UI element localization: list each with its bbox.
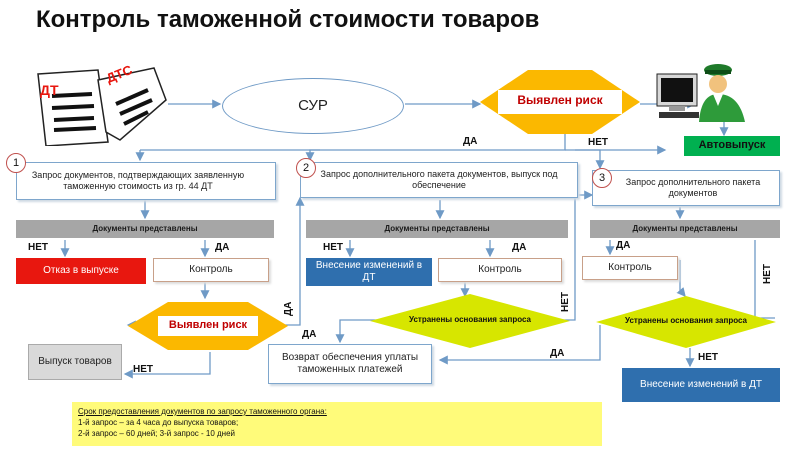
- page-title: Контроль таможенной стоимости товаров: [36, 6, 540, 33]
- control-box-1: Контроль: [153, 258, 269, 282]
- risk-node-shape: [480, 70, 640, 134]
- control-box-3: Контроль: [582, 256, 678, 280]
- release-refusal-box: Отказ в выпуске: [16, 258, 146, 284]
- yes-label-risk: ДА: [463, 136, 478, 147]
- return-security-box: Возврат обеспечения уплаты таможенных пл…: [268, 344, 432, 384]
- return-security-label: Возврат обеспечения уплаты таможенных пл…: [281, 351, 419, 376]
- dt-changes-box: Внесение изменений в ДТ: [306, 258, 432, 286]
- risk-label-2: Выявлен риск: [168, 319, 248, 331]
- dt-doc-label: ДТ: [40, 82, 59, 98]
- note-line-1: Срок предоставления документов по запрос…: [78, 407, 327, 416]
- request-1-number: 1: [6, 153, 26, 173]
- request-3-number: 3: [592, 168, 612, 188]
- request-2-number: 2: [296, 158, 316, 178]
- request-3-box: Запрос дополнительного пакета документов: [592, 170, 780, 206]
- no-label-risk-2: НЕТ: [133, 364, 153, 375]
- no-label-docs-3: НЕТ: [762, 264, 773, 284]
- dt-changes-final-label: Внесение изменений в ДТ: [640, 378, 762, 390]
- auto-release-label: Автовыпуск: [698, 139, 766, 152]
- request-3-text: Запрос дополнительного пакета документов: [625, 176, 761, 198]
- document-stack-icon: [37, 67, 167, 146]
- no-label-risk: НЕТ: [588, 137, 608, 148]
- control-label-2: Контроль: [478, 263, 522, 275]
- docs-provided-bar-1: Документы представлены: [16, 220, 274, 238]
- request-2-text: Запрос дополнительного пакета документов…: [320, 168, 558, 190]
- control-box-2: Контроль: [438, 258, 562, 282]
- control-label-3: Контроль: [608, 261, 652, 273]
- sur-node: СУР: [222, 78, 404, 134]
- risk-label: Выявлен риск: [517, 93, 603, 107]
- yes-label-grounds-1: ДА: [302, 329, 317, 340]
- no-label-grounds-2: НЕТ: [698, 352, 718, 363]
- yes-label-3: ДА: [616, 240, 631, 251]
- control-label-1: Контроль: [189, 263, 233, 275]
- docs-provided-bar-3: Документы представлены: [590, 220, 780, 238]
- deadline-note: Срок предоставления документов по запрос…: [72, 402, 602, 446]
- note-line-3: 2-й запрос – 60 дней; 3-й запрос - 10 дн…: [78, 428, 236, 438]
- yes-label-2: ДА: [512, 242, 527, 253]
- sur-label: СУР: [298, 96, 328, 114]
- no-label-1: НЕТ: [28, 242, 48, 253]
- docs-provided-bar-2: Документы представлены: [306, 220, 568, 238]
- dt-changes-label: Внесение изменений в ДТ: [315, 259, 423, 284]
- note-line-2: 1-й запрос – за 4 часа до выпуска товаро…: [78, 417, 239, 427]
- yes-label-1: ДА: [215, 242, 230, 253]
- release-goods-label: Выпуск товаров: [38, 355, 112, 367]
- yes-label-grounds-2: ДА: [550, 348, 565, 359]
- grounds-removed-diamond-1: [370, 294, 570, 348]
- grounds-removed-label-2: Устранены основания запроса: [624, 316, 747, 325]
- grounds-removed-diamond-2: [596, 296, 776, 348]
- release-goods-box: Выпуск товаров: [28, 344, 122, 380]
- request-1-text: Запрос документов, подтверждающих заявле…: [31, 169, 245, 191]
- no-label-grounds-1: НЕТ: [560, 292, 571, 312]
- auto-release-box: Автовыпуск: [684, 136, 780, 156]
- yes-label-risk-2: ДА: [283, 301, 294, 316]
- customs-officer-icon: [656, 64, 745, 122]
- no-label-2: НЕТ: [323, 242, 343, 253]
- request-1-box: Запрос документов, подтверждающих заявле…: [16, 162, 276, 200]
- dt-changes-final-box: Внесение изменений в ДТ: [622, 368, 780, 402]
- request-2-box: Запрос дополнительного пакета документов…: [300, 162, 578, 198]
- grounds-removed-label-1: Устранены основания запроса: [408, 315, 531, 324]
- release-refusal-label: Отказ в выпуске: [43, 264, 119, 276]
- risk-node-2-shape: [128, 302, 288, 350]
